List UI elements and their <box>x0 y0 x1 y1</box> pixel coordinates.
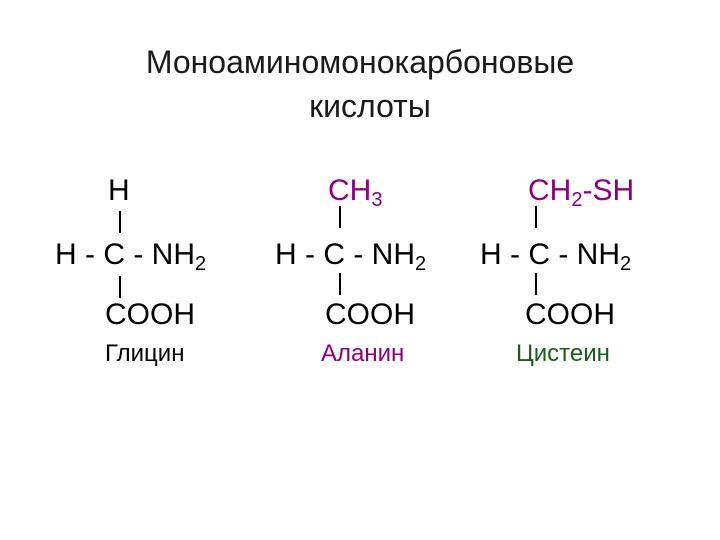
substituent-formula: CH3 <box>328 174 383 211</box>
substituent-formula: CH2-SH <box>528 174 635 211</box>
substituent-main: H <box>108 174 130 207</box>
slide-title: Моноаминомонокарбоновые кислоты <box>0 40 720 128</box>
substituent-formula: H <box>108 174 130 208</box>
bond-top <box>535 206 537 228</box>
amino-acid-name: Глицин <box>105 340 185 367</box>
substituent-tail: -SH <box>582 174 635 207</box>
bond-top <box>339 206 341 228</box>
molecule-cysteine: CH2-SH H - C - NH2 COOH Цистеин <box>460 0 720 540</box>
molecule-glycine: H H - C - NH2 COOH Глицин <box>0 0 240 540</box>
bond-bottom <box>535 273 537 295</box>
substituent-main: CH <box>328 174 372 207</box>
center-subscript: 2 <box>414 253 427 275</box>
substituent-subscript: 3 <box>371 189 383 211</box>
center-subscript: 2 <box>194 253 207 275</box>
title-line-1: Моноаминомонокарбоновые <box>145 44 575 80</box>
center-prefix: H - C - NH <box>275 238 415 271</box>
carboxyl-group: COOH <box>325 298 415 331</box>
bond-top <box>119 211 121 233</box>
center-prefix: H - C - NH <box>55 238 195 271</box>
carboxyl-group: COOH <box>105 298 195 331</box>
amino-acid-name: Цистеин <box>516 340 610 367</box>
carboxyl-group: COOH <box>525 298 615 331</box>
central-carbon-formula: H - C - NH2 <box>55 238 207 275</box>
bond-bottom <box>339 273 341 295</box>
bond-bottom <box>119 276 121 298</box>
substituent-main: CH <box>528 174 572 207</box>
central-carbon-formula: H - C - NH2 <box>480 238 632 275</box>
substituent-subscript: 2 <box>571 189 583 211</box>
molecule-alanine: CH3 H - C - NH2 COOH Аланин <box>240 0 460 540</box>
center-prefix: H - C - NH <box>480 238 620 271</box>
amino-acid-name: Аланин <box>321 340 405 367</box>
center-subscript: 2 <box>619 253 632 275</box>
title-line-2: кислоты <box>309 88 431 124</box>
central-carbon-formula: H - C - NH2 <box>275 238 427 275</box>
